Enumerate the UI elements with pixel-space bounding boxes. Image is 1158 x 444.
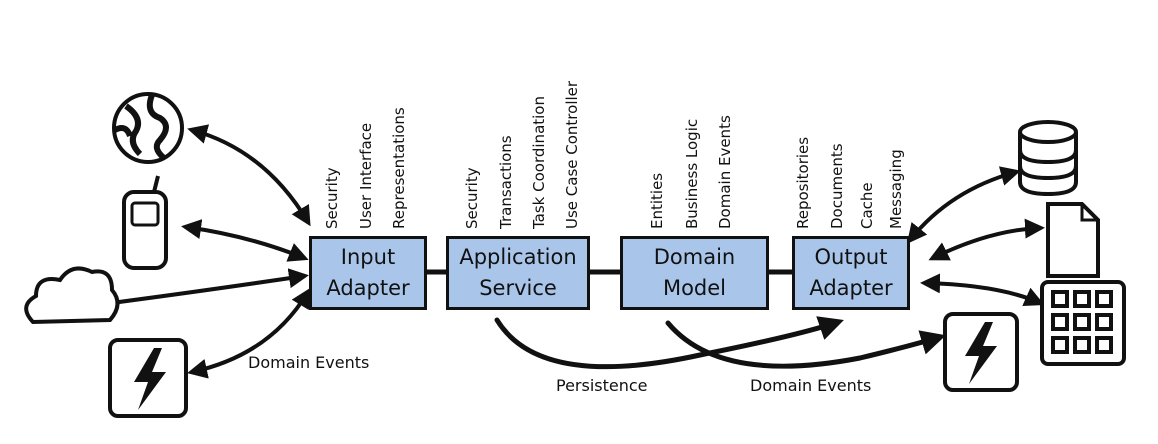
cloud-icon — [24, 266, 120, 325]
application-service-line2: Service — [479, 276, 557, 300]
document-icon — [1046, 202, 1100, 278]
lightning-event-icon-left — [108, 338, 188, 418]
database-icon — [1018, 120, 1078, 197]
concern-label: Security — [323, 167, 341, 229]
concern-label: Entities — [648, 172, 666, 229]
concern-label: Representations — [390, 107, 408, 229]
document-arrow — [928, 218, 1045, 261]
concern-label: Transactions — [497, 135, 515, 229]
domain-events-arrow — [665, 320, 946, 369]
output-adapter-box: Output Adapter — [792, 236, 910, 310]
concern-label: Messaging — [887, 149, 905, 229]
database-arrow — [906, 166, 1021, 244]
input-adapter-line1: Input — [340, 245, 396, 269]
mobile-phone-icon — [122, 175, 168, 270]
output-adapter-line2: Adapter — [809, 276, 893, 300]
domain-events-label-right: Domain Events — [750, 376, 872, 395]
concern-label: Domain Events — [716, 115, 734, 229]
concern-label: Security — [463, 167, 481, 229]
cache-grid-icon — [1040, 280, 1126, 366]
domain-model-line2: Model — [662, 276, 727, 300]
cache-arrow — [920, 273, 1045, 306]
domain-events-label-left: Domain Events — [248, 353, 370, 372]
domain-model-line1: Domain — [653, 245, 736, 269]
concern-label: Documents — [828, 143, 846, 229]
concern-label: User Interface — [357, 122, 375, 229]
concern-label: Use Case Controller — [563, 80, 581, 229]
input-adapter-line2: Adapter — [326, 276, 410, 300]
concern-label: Task Coordination — [530, 96, 548, 229]
event-arrow-left — [187, 287, 311, 379]
concern-label: Repositories — [794, 136, 812, 229]
input-adapter-box: Input Adapter — [309, 236, 427, 310]
output-adapter-line1: Output — [814, 245, 888, 269]
persistence-arrow — [494, 316, 844, 370]
phone-arrow — [181, 219, 309, 262]
lightning-event-icon-right — [943, 312, 1019, 392]
concern-label: Cache — [858, 182, 876, 229]
concern-label: Business Logic — [683, 118, 701, 229]
application-service-box: Application Service — [446, 236, 590, 310]
globe-arrow — [187, 124, 311, 227]
globe-icon — [112, 92, 184, 164]
cloud-arrow — [102, 268, 309, 306]
persistence-label: Persistence — [556, 376, 648, 395]
application-service-line1: Application — [459, 245, 577, 269]
domain-model-box: Domain Model — [620, 236, 769, 310]
